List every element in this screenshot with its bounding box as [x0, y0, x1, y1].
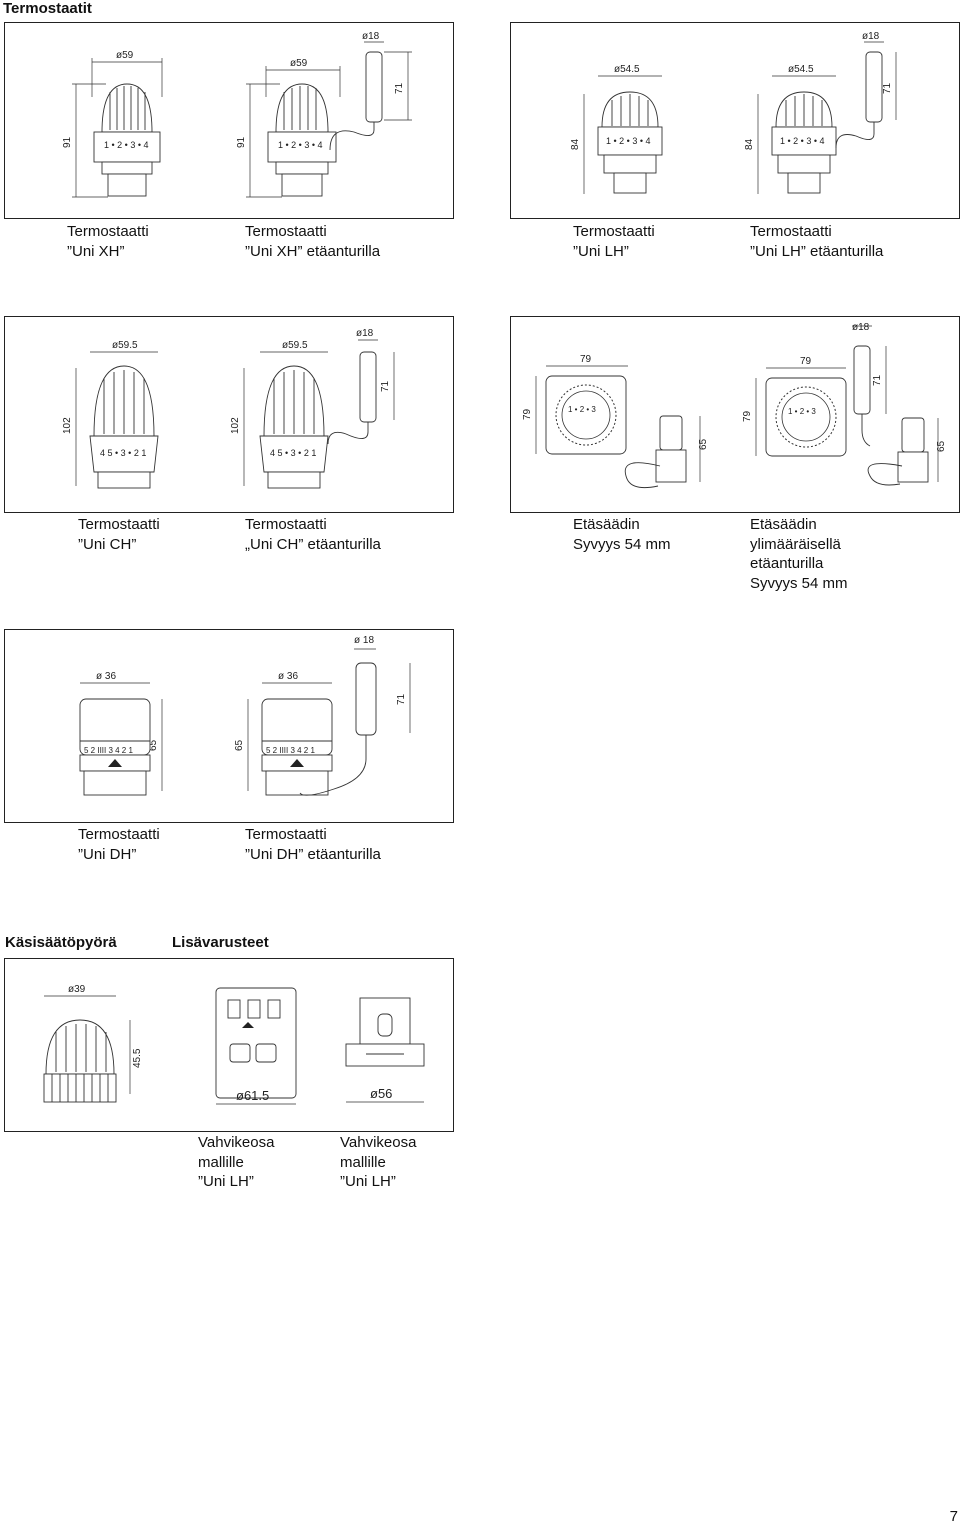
remote-sensor-drawing: ø18 71 — [835, 31, 897, 149]
dim-ete-h: 79 — [742, 410, 753, 422]
caption-uni-xh-remote: Termostaatti ”Uni XH” etäanturilla — [245, 223, 381, 260]
thermostat-head-drawing: ø 36 65 5 2 IIII 3 4 2 1 — [234, 671, 333, 796]
dim-acc2-dia: ø56 — [370, 1086, 392, 1101]
dim-dhr-sensor-dia: ø 18 — [354, 635, 374, 646]
dim-xhr-dia: ø59 — [290, 58, 308, 69]
dim-lh-dia: ø54.5 — [614, 64, 640, 75]
dim-ete-sensor2-h: 65 — [936, 440, 947, 452]
caption-uni-lh: Termostaatti ”Uni LH” — [573, 223, 655, 260]
dim-dh-dia: ø 36 — [96, 671, 116, 682]
heading-kasisaatopyora: Käsisäätöpyörä — [5, 934, 117, 951]
svg-text:1 • 2 • 3 • 4: 1 • 2 • 3 • 4 — [104, 140, 148, 150]
svg-text:1 • 2 • 3 • 4: 1 • 2 • 3 • 4 — [606, 136, 650, 146]
reinforcement-part-drawing: ø61.5 — [215, 987, 297, 1105]
dim-chr-h: 102 — [230, 417, 241, 434]
heading-termostaatit: Termostaatit — [3, 0, 92, 17]
thermostat-head-drawing: ø 36 65 5 2 IIII 3 4 2 1 — [79, 671, 163, 796]
dim-ete-sensor-h: 71 — [872, 374, 883, 386]
dim-chr-sensor-dia: ø18 — [356, 328, 374, 339]
drawing-uni-ch: ø59.5 102 4 5 • 3 • 2 1 ø59.5 102 4 5 • … — [62, 328, 395, 489]
dim-ete-sensor-dia: ø18 — [852, 322, 870, 333]
remote-dial-drawing: 79 79 1 • 2 • 3 — [742, 356, 847, 457]
drawing-etasaadin: 79 79 1 • 2 • 3 65 79 79 1 • 2 • 3 ø18 7… — [522, 322, 947, 489]
caption-vahvike-2: Vahvikeosa mallille ”Uni LH” — [340, 1134, 417, 1190]
caption-uni-dh-remote: Termostaatti ”Uni DH” etäanturilla — [245, 826, 381, 863]
dim-et-h: 79 — [522, 408, 533, 420]
dim-knob-h: 45.5 — [132, 1048, 143, 1068]
thermostat-head-drawing: ø59.5 102 4 5 • 3 • 2 1 — [230, 340, 329, 489]
svg-text:5 2 IIII 3 4 2 1: 5 2 IIII 3 4 2 1 — [266, 746, 315, 755]
caption-uni-xh: Termostaatti ”Uni XH” — [67, 223, 149, 260]
page-number: 7 — [949, 1508, 958, 1525]
svg-text:1 • 2 • 3 • 4: 1 • 2 • 3 • 4 — [278, 140, 322, 150]
drawing-uni-dh: ø 36 65 5 2 IIII 3 4 2 1 ø 36 65 5 2 III… — [79, 635, 411, 796]
svg-text:4 5 • 3 • 2 1: 4 5 • 3 • 2 1 — [100, 448, 146, 458]
svg-text:4 5 • 3 • 2 1: 4 5 • 3 • 2 1 — [270, 448, 316, 458]
dim-chr-sensor-h: 71 — [380, 380, 391, 392]
dim-et-w: 79 — [580, 354, 592, 365]
dim-lhr-sensor-h: 71 — [882, 82, 893, 94]
drawing-uni-lh: ø54.5 84 1 • 2 • 3 • 4 ø54.5 84 1 • 2 • … — [570, 31, 897, 194]
drawing-uni-xh: ø59 91 1 • 2 • 3 • 4 ø59 91 1 • 2 • 3 • … — [62, 31, 412, 198]
dim-knob-dia: ø39 — [68, 984, 86, 995]
thermostat-head-drawing: ø54.5 84 1 • 2 • 3 • 4 — [570, 64, 663, 194]
caption-etasaadin: Etäsäädin Syvyys 54 mm — [573, 516, 671, 553]
svg-text:1 • 2 • 3: 1 • 2 • 3 — [788, 407, 816, 416]
caption-uni-ch-remote: Termostaatti „Uni CH” etäanturilla — [245, 516, 381, 553]
dim-chr-dia: ø59.5 — [282, 340, 308, 351]
dim-dhr-dia: ø 36 — [278, 671, 298, 682]
figure-box-uni-dh — [4, 629, 454, 823]
remote-dial-drawing: 79 79 1 • 2 • 3 65 — [522, 354, 709, 489]
remote-sensor-drawing: ø18 71 65 — [852, 322, 947, 486]
caption-vahvike-1: Vahvikeosa mallille ”Uni LH” — [198, 1134, 275, 1190]
dim-xh-h: 91 — [62, 136, 73, 148]
dim-xhr-h: 91 — [236, 136, 247, 148]
handwheel-drawing: ø39 45.5 — [43, 984, 143, 1103]
dim-lhr-h: 84 — [744, 138, 755, 150]
dim-xhr-sensor-dia: ø18 — [362, 31, 380, 42]
dim-dh-h: 65 — [148, 739, 159, 751]
caption-etasaadin-extra: Etäsäädin ylimääräisellä etäanturilla Sy… — [750, 516, 848, 592]
dim-lhr-sensor-dia: ø18 — [862, 31, 880, 42]
dim-lhr-dia: ø54.5 — [788, 64, 814, 75]
dim-ch-dia: ø59.5 — [112, 340, 138, 351]
heading-lisavarusteet: Lisävarusteet — [172, 934, 269, 951]
thermostat-head-drawing: ø59 91 1 • 2 • 3 • 4 — [236, 58, 341, 198]
remote-sensor-drawing: ø18 71 — [329, 31, 412, 151]
remote-sensor-drawing: ø 18 71 — [299, 635, 411, 796]
dim-ch-h: 102 — [62, 417, 73, 434]
thermostat-head-drawing: ø59.5 102 4 5 • 3 • 2 1 — [62, 340, 159, 489]
dim-dhr-h: 65 — [234, 739, 245, 751]
dim-xhr-sensor-h: 71 — [394, 82, 405, 94]
svg-text:5 2 IIII 3 4 2 1: 5 2 IIII 3 4 2 1 — [84, 746, 133, 755]
thermostat-head-drawing: ø59 91 1 • 2 • 3 • 4 — [62, 50, 163, 198]
caption-uni-ch: Termostaatti ”Uni CH” — [78, 516, 160, 553]
dim-et-sensor-h: 65 — [698, 438, 709, 450]
caption-uni-dh: Termostaatti ”Uni DH” — [78, 826, 160, 863]
dim-dhr-sensor-h: 71 — [396, 693, 407, 705]
remote-sensor-drawing: ø18 71 — [327, 328, 395, 445]
dim-ete-w: 79 — [800, 356, 812, 367]
figure-box-uni-ch — [4, 316, 454, 513]
dim-acc1-dia: ø61.5 — [236, 1088, 269, 1103]
svg-text:1 • 2 • 3: 1 • 2 • 3 — [568, 405, 596, 414]
svg-text:1 • 2 • 3 • 4: 1 • 2 • 3 • 4 — [780, 136, 824, 146]
dim-xh-dia: ø59 — [116, 50, 134, 61]
thermostat-head-drawing: ø54.5 84 1 • 2 • 3 • 4 — [744, 64, 837, 194]
caption-uni-lh-remote: Termostaatti ”Uni LH” etäanturilla — [750, 223, 884, 260]
drawing-accessories: ø39 45.5 ø61.5 ø56 — [43, 984, 425, 1105]
figure-box-uni-lh — [510, 22, 960, 219]
reinforcement-part-drawing: ø56 — [345, 997, 425, 1103]
dim-lh-h: 84 — [570, 138, 581, 150]
